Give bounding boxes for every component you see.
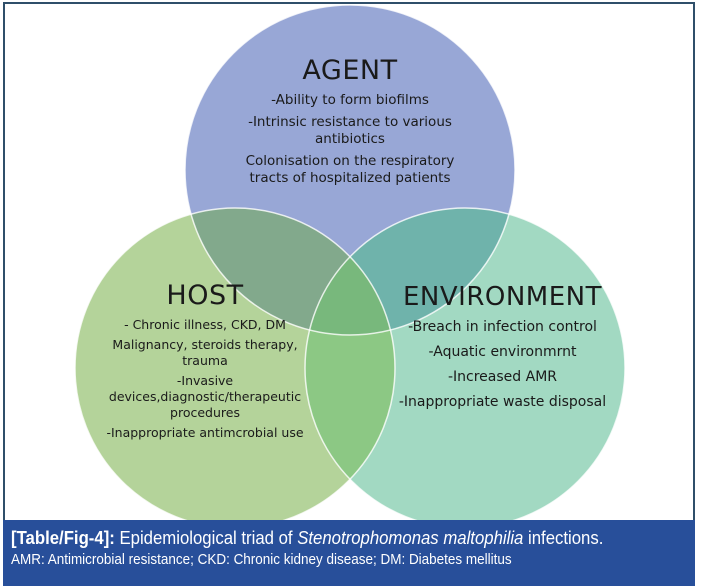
environment-label-block: ENVIRONMENT -Breach in infection control…	[395, 282, 610, 418]
agent-circle-outline	[184, 4, 516, 336]
venn-diagram	[74, 4, 626, 529]
agent-title: AGENT	[302, 55, 398, 86]
agent-environment-overlap	[305, 208, 515, 335]
environment-item: -Breach in infection control	[408, 319, 597, 335]
caption-text-before: Epidemiological triad of	[114, 528, 298, 548]
environment-item: -Increased AMR	[447, 369, 558, 385]
caption-tag: [Table/Fig-4]:	[11, 528, 115, 548]
host-item: -Inappropriate antimcrobial use	[106, 425, 304, 440]
agent-item: -Intrinsic resistance to various antibio…	[248, 114, 452, 147]
figure-caption: [Table/Fig-4]: Epidemiological triad of …	[3, 520, 695, 586]
agent-item: Colonisation on the respiratory tracts o…	[245, 153, 455, 186]
environment-title: ENVIRONMENT	[402, 282, 602, 312]
host-item: -Invasive devices,diagnostic/therapeutic…	[108, 373, 302, 420]
host-item: - Chronic illness, CKD, DM	[124, 317, 286, 332]
environment-item: -Aquatic environmrnt	[428, 344, 577, 360]
caption-abbreviations: AMR: Antimicrobial resistance; CKD: Chro…	[11, 552, 512, 568]
caption-organism: Stenotrophomonas maltophilia	[297, 528, 524, 548]
environment-item: -Inappropriate waste disposal	[398, 394, 607, 410]
agent-host-overlap	[185, 208, 395, 335]
agent-label-block: AGENT -Ability to form biofilms -Intrins…	[230, 55, 470, 192]
caption-title-line: [Table/Fig-4]: Epidemiological triad of …	[11, 526, 640, 550]
agent-item: -Ability to form biofilms	[271, 92, 429, 108]
host-label-block: HOST - Chronic illness, CKD, DM Malignan…	[100, 280, 310, 445]
caption-text-after: infections.	[523, 528, 604, 548]
host-title: HOST	[166, 280, 244, 311]
host-item: Malignancy, steroids therapy, trauma	[112, 337, 298, 368]
